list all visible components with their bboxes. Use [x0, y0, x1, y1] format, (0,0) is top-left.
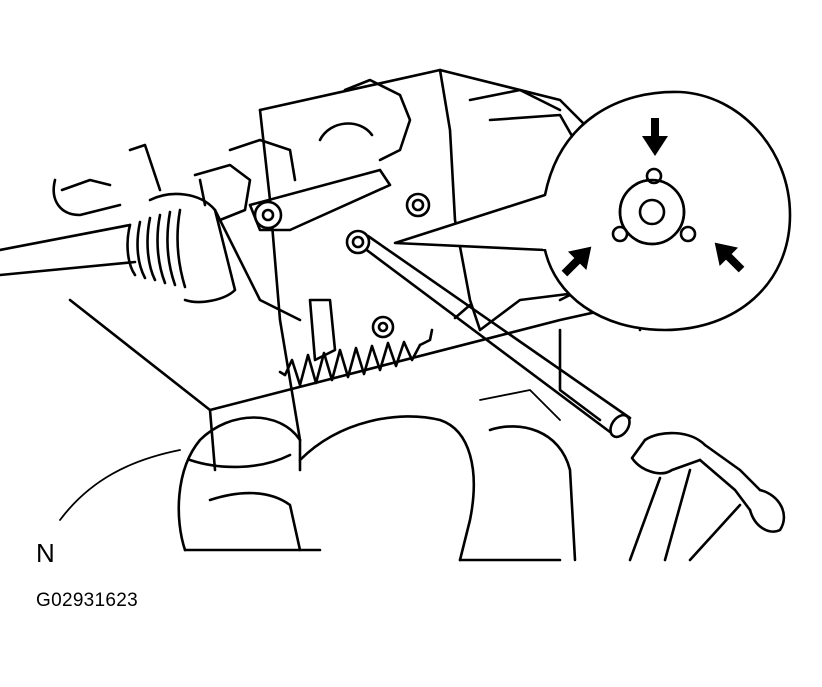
- return-spring: [278, 328, 434, 387]
- shift-lever: [248, 168, 392, 232]
- lower-housing: [59, 415, 577, 562]
- hammer: [628, 431, 786, 562]
- pin-punch: [345, 229, 632, 439]
- arrow-down-right-icon: [561, 246, 592, 277]
- detail-callout: [393, 90, 792, 332]
- pin-bump-left: [611, 225, 629, 243]
- arrow-down-left-icon: [714, 242, 745, 273]
- shift-shaft: [0, 143, 162, 277]
- arrow-down-icon: [642, 118, 668, 156]
- reference-letter: N: [36, 538, 55, 568]
- pin-bump-right: [679, 225, 697, 243]
- figure-code: G02931623: [36, 590, 139, 611]
- clutch-release-cylinder: [126, 138, 302, 322]
